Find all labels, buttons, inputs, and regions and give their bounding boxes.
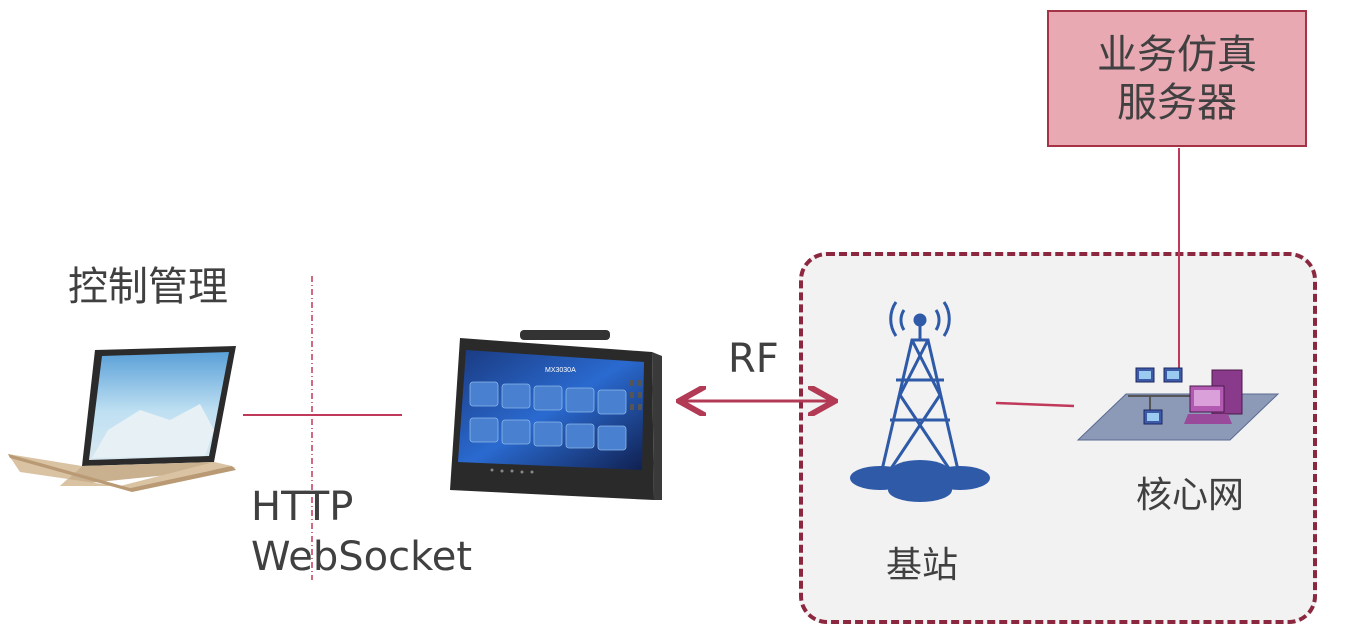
tower-base-icon bbox=[850, 460, 990, 502]
core-network-label: 核心网 bbox=[1136, 475, 1245, 516]
device-model-text: MX3030A bbox=[545, 367, 576, 374]
portable-device-icon: MX3030A bbox=[450, 330, 662, 500]
simulation-server-box: 业务仿真 服务器 bbox=[1047, 10, 1307, 147]
laptop-icon bbox=[8, 346, 236, 492]
server-label-line2: 服务器 bbox=[1117, 79, 1237, 126]
station-core-connector bbox=[995, 401, 1075, 408]
server-label-line1: 业务仿真 bbox=[1097, 31, 1257, 78]
protocol-label-http: HTTP bbox=[251, 484, 354, 530]
base-station-label: 基站 bbox=[886, 545, 959, 586]
rf-label: RF bbox=[728, 336, 779, 382]
protocol-label-websocket: WebSocket bbox=[251, 534, 473, 580]
core-network-icon bbox=[1076, 367, 1280, 441]
control-management-label: 控制管理 bbox=[68, 264, 228, 310]
base-station-tower-icon bbox=[880, 301, 960, 472]
